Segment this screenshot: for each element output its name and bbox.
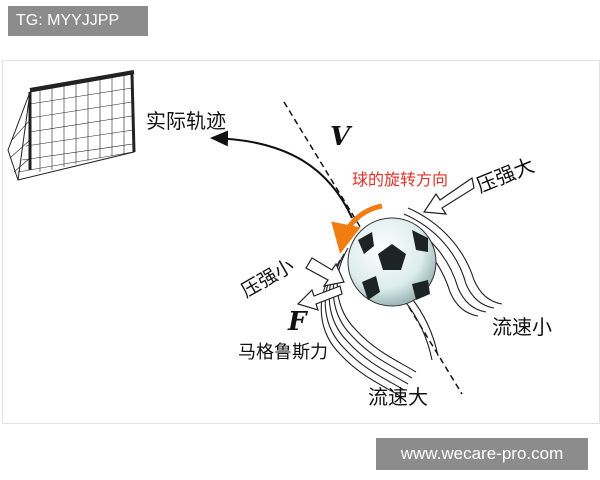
velocity-symbol: V <box>330 122 353 152</box>
goal-net-icon <box>7 70 136 181</box>
trajectory-curve <box>210 130 353 219</box>
soccer-ball-icon <box>347 217 437 307</box>
magnus-force-label: 马格鲁斯力 <box>238 342 328 363</box>
watermark-bottom: www.wecare-pro.com <box>376 438 588 470</box>
high-pressure-arrow <box>422 176 475 215</box>
spin-direction-arrow <box>331 203 383 254</box>
watermark-top: TG: MYYJJPP <box>8 6 148 36</box>
slow-flow-label: 流速小 <box>492 315 552 339</box>
low-pressure-label: 压强小 <box>238 255 298 303</box>
high-pressure-label: 压强大 <box>473 153 538 198</box>
low-pressure-arrow <box>305 257 345 287</box>
spin-label: 球的旋转方向 <box>352 170 448 189</box>
fast-flow-label: 流速大 <box>368 385 428 409</box>
trajectory-label: 实际轨迹 <box>146 109 226 133</box>
force-arrow <box>296 285 343 311</box>
force-symbol: F <box>287 307 308 337</box>
